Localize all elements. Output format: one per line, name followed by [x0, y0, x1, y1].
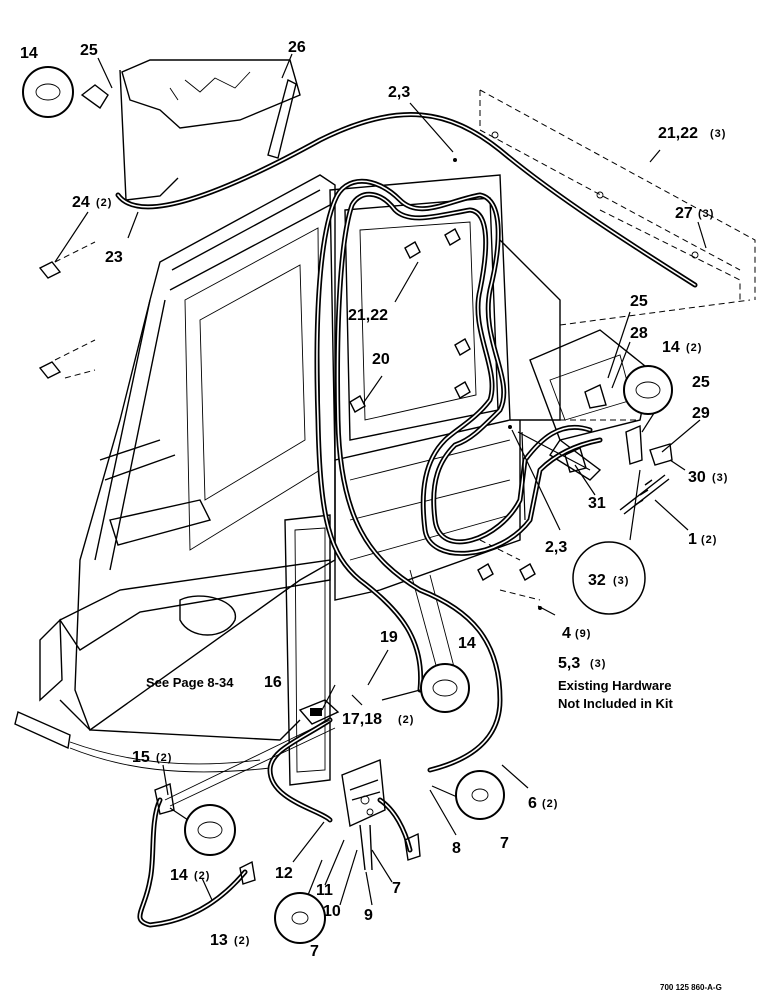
callout-21-22-mid: 21,22 — [348, 307, 388, 324]
callout-11: 11 — [316, 882, 333, 899]
callout-14-right-qty: (2) — [686, 342, 702, 354]
clamp-detail-circles — [22, 66, 673, 944]
callout-13-qty: (2) — [234, 935, 250, 947]
callout-2-3-mid: 2,3 — [545, 539, 567, 556]
callout-7-c: 7 — [310, 943, 319, 960]
hardware-fittings — [80, 78, 699, 885]
callout-7-b: 7 — [500, 835, 509, 852]
callout-25-right2: 25 — [692, 374, 710, 391]
callout-21-22-top: 21,22 — [658, 125, 698, 142]
callout-7-a: 7 — [392, 880, 401, 897]
callout-32-qty: (3) — [613, 575, 629, 587]
callout-14-mid: 14 — [458, 635, 476, 652]
callout-25: 25 — [80, 42, 98, 59]
callout-10: 10 — [323, 903, 341, 920]
callout-6-qty: (2) — [542, 798, 558, 810]
callout-13: 13 — [210, 932, 228, 949]
callout-4: 4 — [562, 625, 571, 642]
callout-14-bottom: 14 — [170, 867, 188, 884]
callout-29: 29 — [692, 405, 710, 422]
callout-21-22-top-qty: (3) — [710, 128, 726, 140]
callout-1: 1 — [688, 531, 697, 548]
callout-19: 19 — [380, 629, 398, 646]
callout-17-18-qty: (2) — [398, 714, 414, 726]
callout-14: 14 — [20, 45, 38, 62]
callout-26: 26 — [288, 39, 306, 56]
callout-15-qty: (2) — [156, 752, 172, 764]
callout-24: 24 — [72, 194, 90, 211]
callout-5-3: 5,3 — [558, 655, 580, 672]
callout-25-right: 25 — [630, 293, 648, 310]
hydraulic-hoses — [115, 112, 698, 928]
callout-1-qty: (2) — [701, 534, 717, 546]
machine-frame — [14, 59, 756, 786]
callout-30-qty: (3) — [712, 472, 728, 484]
callout-16: 16 — [264, 674, 282, 691]
callout-32: 32 — [588, 572, 606, 589]
callout-23: 23 — [105, 249, 123, 266]
callout-5-3-qty: (3) — [590, 658, 606, 670]
callout-28: 28 — [630, 325, 648, 342]
callout-27-qty: (3) — [698, 208, 714, 220]
callout-30: 30 — [688, 469, 706, 486]
callout-4-qty: (9) — [575, 628, 591, 640]
callout-8: 8 — [452, 840, 461, 857]
note-existing-hardware: Existing Hardware — [558, 678, 671, 693]
callout-9: 9 — [364, 907, 373, 924]
figure-code: 700 125 860-A-G — [660, 983, 722, 992]
callout-14-right: 14 — [662, 339, 680, 356]
callout-15: 15 — [132, 749, 150, 766]
callout-14-bottom-qty: (2) — [194, 870, 210, 882]
callout-20: 20 — [372, 351, 390, 368]
callout-2-3-top: 2,3 — [388, 84, 410, 101]
callout-27: 27 — [675, 205, 693, 222]
note-see-page: See Page 8-34 — [146, 675, 234, 690]
callout-12: 12 — [275, 865, 293, 882]
note-not-included: Not Included in Kit — [558, 696, 673, 711]
callout-6: 6 — [528, 795, 537, 812]
callout-17-18: 17,18 — [342, 711, 382, 728]
callout-31: 31 — [588, 495, 606, 512]
callout-24-qty: (2) — [96, 197, 112, 209]
callout-labels: 14 25 26 23 24 (2) 2,3 21,22 (3) 27 (3) … — [20, 39, 728, 992]
valve-blocks — [298, 699, 386, 871]
